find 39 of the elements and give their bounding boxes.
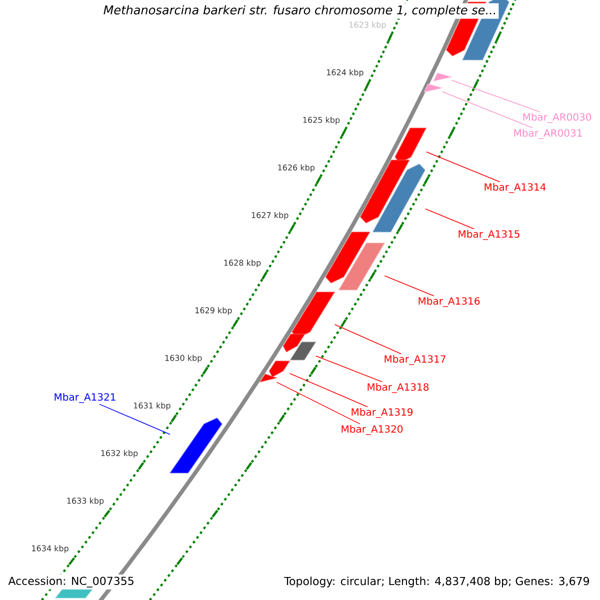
leader-line [442, 91, 533, 128]
gene-label: Mbar_A1316 [418, 297, 480, 307]
scale-label: 1628 kbp [224, 260, 261, 268]
scale-label: 1629 kbp [196, 307, 232, 315]
leader-line [316, 356, 383, 382]
gene-label: Mbar_A1319 [352, 408, 413, 418]
leader-line [451, 80, 540, 112]
scale-label: 1633 kbp [67, 498, 104, 506]
scale-label: 1632 kbp [101, 450, 138, 458]
scale-label: 1634 kbp [32, 545, 68, 553]
leader-line [289, 373, 368, 408]
scale-label: 1627 kbp [252, 212, 288, 220]
scale-label: 1626 kbp [278, 164, 315, 172]
gene-label: Mbar_A1320 [342, 425, 403, 435]
gene-block [170, 418, 222, 474]
leader-line [426, 152, 500, 182]
gene-block [282, 334, 306, 352]
gene-label: Mbar_A1317 [384, 355, 446, 365]
gene-label: Mbar_A1318 [368, 383, 429, 393]
leader-line [276, 382, 360, 424]
leader-line [384, 275, 434, 296]
genome-info-text: Topology: circular; Length: 4,837,408 bp; Genes: 3,679 [282, 574, 592, 590]
gene-label: Mbar_AR0031 [514, 129, 582, 139]
scale-label: 1630 kbp [165, 354, 202, 362]
gene-block [424, 84, 444, 92]
gene-label: Mbar_A1315 [458, 230, 520, 240]
gene-label: Mbar_AR0030 [523, 113, 592, 123]
scale-label: 1623 kbp [350, 22, 386, 30]
scale-label: 1624 kbp [327, 69, 364, 77]
scale-label: 1625 kbp [303, 116, 340, 124]
title: Methanosarcina barkeri str. fusaro chromosome 1, complete se... [101, 3, 499, 19]
gene-label: Mbar_A1321 [54, 393, 116, 403]
gene-block [325, 232, 370, 284]
gene-block [372, 164, 426, 232]
accession-text: Accession: NC_007355 [6, 574, 136, 590]
gene-label: Mbar_A1314 [484, 183, 546, 193]
leader-line [99, 404, 170, 435]
leader-line [334, 324, 402, 354]
scale-label: 1631 kbp [134, 402, 170, 410]
